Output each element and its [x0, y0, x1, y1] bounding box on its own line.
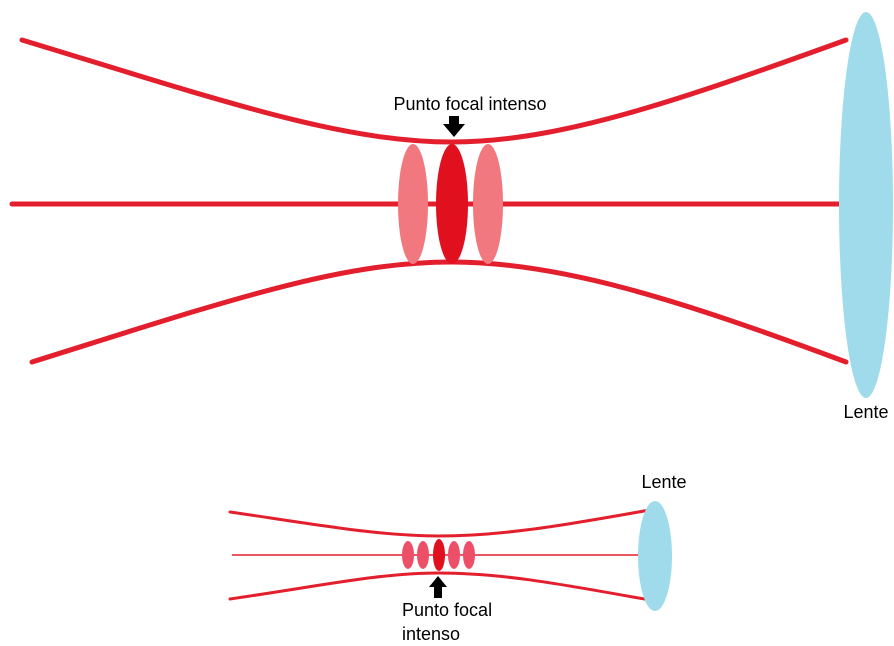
top-focus-side-right	[473, 144, 503, 264]
bottom-focus-side-3	[448, 541, 460, 569]
top-diagram: Punto focal intenso Lente	[12, 12, 893, 422]
bottom-focus-core	[433, 539, 445, 571]
bottom-focal-label-line2: intenso	[402, 624, 460, 644]
bottom-diagram: Punto focal intenso Lente	[230, 472, 687, 644]
bottom-focus-side-4	[463, 541, 475, 569]
bottom-focal-label-line1: Punto focal	[402, 600, 492, 620]
top-focus-core	[436, 144, 468, 264]
bottom-lens	[638, 501, 672, 611]
bottom-focus-side-1	[402, 541, 414, 569]
bottom-lens-label: Lente	[641, 472, 686, 492]
top-upper-beam-edge	[22, 40, 846, 142]
top-focus-side-left	[398, 144, 428, 264]
bottom-upper-beam-edge	[230, 510, 650, 536]
top-arrow-down-icon	[443, 116, 465, 137]
top-lens-label: Lente	[843, 402, 888, 422]
top-lens	[839, 12, 893, 398]
top-lower-beam-edge	[32, 262, 846, 362]
top-focal-label: Punto focal intenso	[393, 94, 546, 114]
bottom-focus-side-2	[417, 541, 429, 569]
bottom-arrow-up-icon	[429, 576, 447, 598]
